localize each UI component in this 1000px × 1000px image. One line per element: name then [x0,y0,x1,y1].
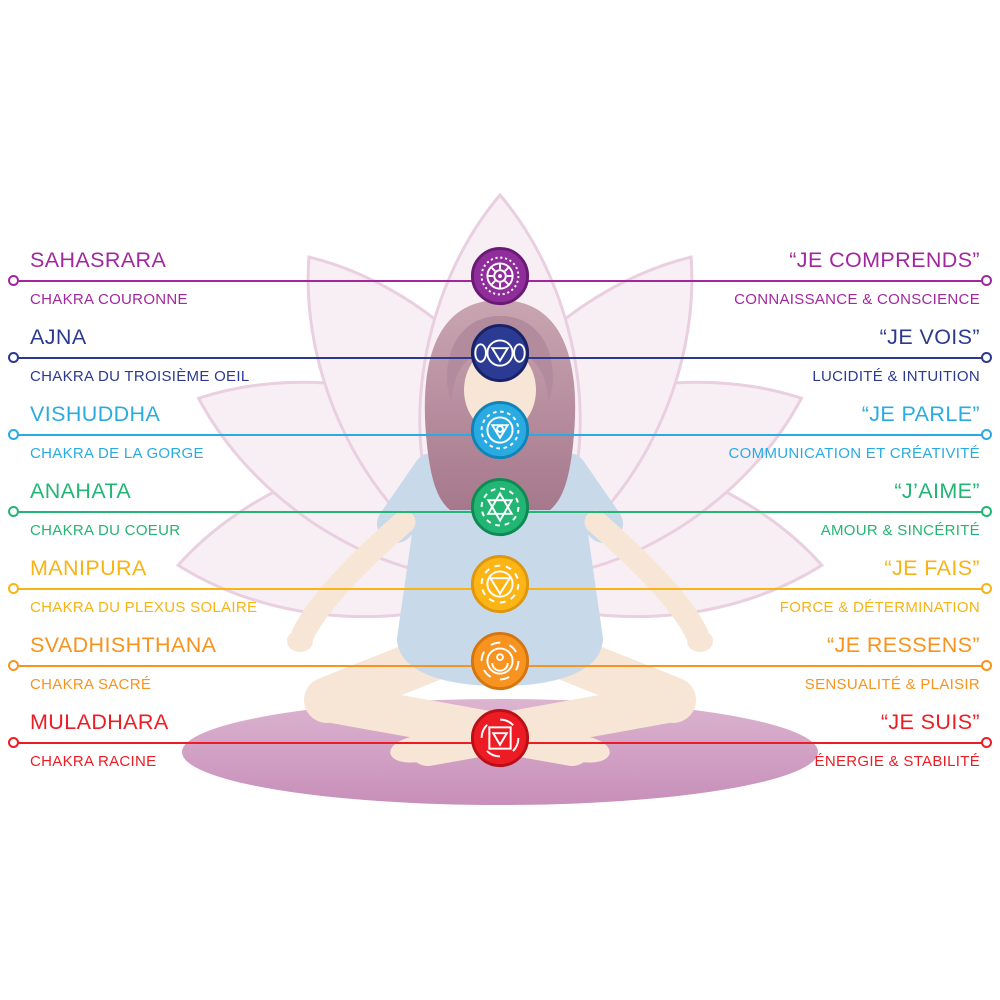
chakra-affirmation: “JE PARLE” [861,402,980,426]
line-endpoint-right-icon [981,737,992,748]
line-endpoint-left-icon [8,275,19,286]
line-endpoint-left-icon [8,352,19,363]
chakra-badge-vishuddha [469,399,531,461]
chakra-badge-sahasrara [469,245,531,307]
chakra-description: COMMUNICATION ET CRÉATIVITÉ [728,445,980,462]
chakra-name: MANIPURA [30,556,147,580]
line-endpoint-left-icon [8,506,19,517]
chakra-badge-anahata [469,476,531,538]
chakra-description: LUCIDITÉ & INTUITION [812,368,980,385]
chakra-badge-ajna [469,322,531,384]
throat-symbol-icon [480,410,520,450]
line-endpoint-right-icon [981,506,992,517]
chakra-description: ÉNERGIE & STABILITÉ [814,753,980,770]
chakra-subtitle: CHAKRA DE LA GORGE [30,445,204,462]
chakra-subtitle: CHAKRA DU PLEXUS SOLAIRE [30,599,258,616]
chakra-description: CONNAISSANCE & CONSCIENCE [734,291,980,308]
chakra-affirmation: “JE FAIS” [884,556,980,580]
chakra-affirmation: “JE SUIS” [880,710,980,734]
hair-fringe [447,316,553,402]
line-endpoint-right-icon [981,660,992,671]
chakra-name: MULADHARA [30,710,169,734]
chakra-subtitle: CHAKRA COURONNE [30,291,188,308]
chakra-subtitle: CHAKRA RACINE [30,753,157,770]
chakra-description: SENSUALITÉ & PLAISIR [804,676,980,693]
chakra-affirmation: “JE RESSENS” [827,633,980,657]
line-endpoint-left-icon [8,429,19,440]
chakra-subtitle: CHAKRA DU TROISIÈME OEIL [30,368,250,385]
chakra-description: FORCE & DÉTERMINATION [779,599,980,616]
chakra-name: SVADHISHTHANA [30,633,217,657]
crown-lotus-symbol-icon [480,256,520,296]
chakra-name: VISHUDDHA [30,402,161,426]
line-endpoint-right-icon [981,352,992,363]
line-endpoint-right-icon [981,583,992,594]
arms [287,510,713,652]
line-endpoint-right-icon [981,429,992,440]
chakra-name: SAHASRARA [30,248,167,272]
chakra-badge-manipura [469,553,531,615]
chakra-affirmation: “JE VOIS” [879,325,980,349]
chakra-subtitle: CHAKRA DU COEUR [30,522,181,539]
third-eye-symbol-icon [474,339,526,367]
chakra-affirmation: “J’AIME” [894,479,980,503]
heart-star-symbol-icon [480,487,520,527]
chakra-badge-svadhishthana [469,630,531,692]
line-endpoint-left-icon [8,583,19,594]
root-square-symbol-icon [480,718,520,758]
line-endpoint-left-icon [8,737,19,748]
chakra-subtitle: CHAKRA SACRÉ [30,676,152,693]
chakra-affirmation: “JE COMPRENDS” [789,248,980,272]
sacral-crescent-symbol-icon [480,641,520,681]
chakra-description: AMOUR & SINCÉRITÉ [820,522,980,539]
chakra-name: ANAHATA [30,479,132,503]
solar-plexus-symbol-icon [480,564,520,604]
chakra-badge-muladhara [469,707,531,769]
line-endpoint-left-icon [8,660,19,671]
chakra-name: AJNA [30,325,87,349]
line-endpoint-right-icon [981,275,992,286]
